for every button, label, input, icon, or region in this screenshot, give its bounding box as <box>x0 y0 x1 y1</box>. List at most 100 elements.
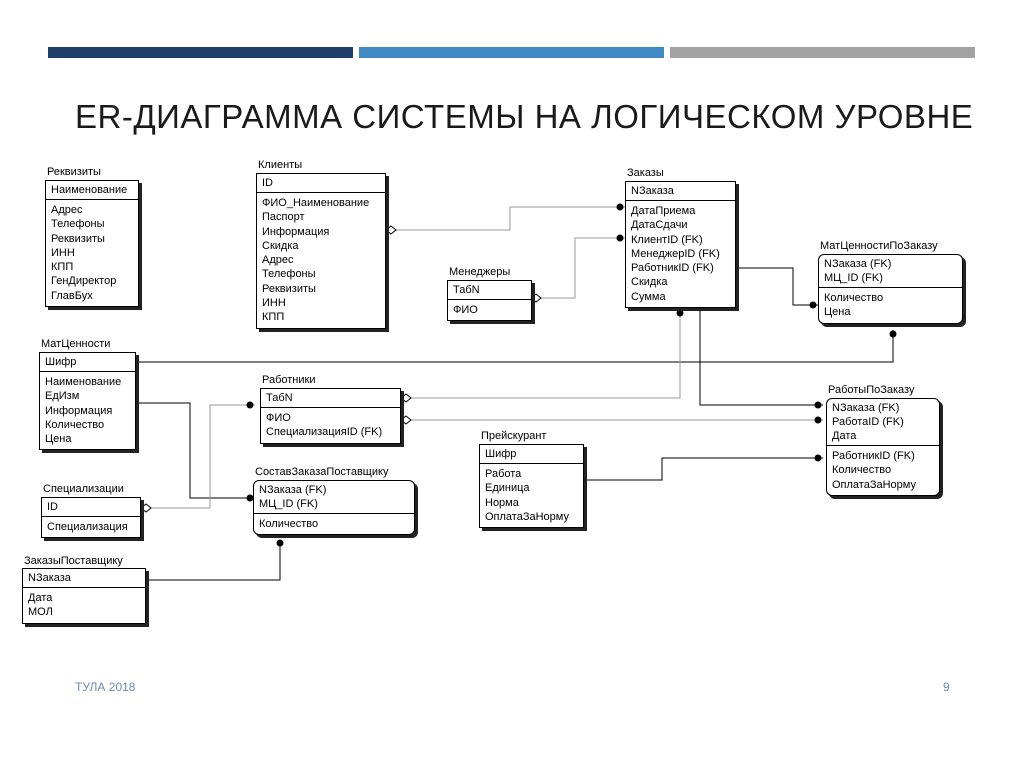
entity-field: ГлавБух <box>51 289 93 302</box>
diamond-spec <box>140 503 152 513</box>
entity-title-preyskurant: Прейскурант <box>481 430 547 442</box>
dot-rabotniki <box>246 401 254 409</box>
entity-menedzhery: ТабN ФИО <box>447 280 532 322</box>
dot-szp-1 <box>246 494 254 502</box>
diamond-klienty <box>385 225 397 235</box>
entity-field: Норма <box>485 496 519 509</box>
slide-title: ER-ДИАГРАММА СИСТЕМЫ НА ЛОГИЧЕСКОМ УРОВН… <box>75 98 973 136</box>
entity-field: NЗаказа (FK) <box>824 258 892 270</box>
entity-matcennostipozakazu: NЗаказа (FK) МЦ_ID (FK) Количество Цена <box>818 254 963 324</box>
entity-title-rekvizity: Реквизиты <box>47 166 101 178</box>
entity-field: ФИО_Наименование <box>262 197 370 209</box>
entity-rabotniki: ТабN ФИО СпециализацияID (FK) <box>260 388 401 444</box>
entity-field: ДатаСдачи <box>631 219 688 232</box>
entity-field: Цена <box>824 306 851 319</box>
top-bar-gray <box>670 47 975 58</box>
link-menedzhery-zakazy <box>535 237 625 299</box>
entity-title-zakazy: Заказы <box>627 167 664 179</box>
entity-matcennosti: Шифр Наименование ЕдИзм Информация Колич… <box>39 352 136 451</box>
dot-mcpz-2 <box>889 330 897 338</box>
dot-mcpz-1 <box>809 301 817 309</box>
entity-field: Скидка <box>262 239 299 252</box>
entity-field: Сумма <box>631 290 666 303</box>
slide-title-prefix: ER <box>75 98 122 135</box>
entity-zakazy-attrs: ДатаПриема ДатаСдачи КлиентID (FK) Менед… <box>626 201 735 307</box>
entity-field: Шифр <box>485 448 517 460</box>
entity-field: NЗаказа (FK) <box>259 484 327 496</box>
entity-preyskurant: Шифр Работа Единица Норма ОплатаЗаНорму <box>479 444 584 529</box>
entity-sostavzakazapostavshchiku: NЗаказа (FK) МЦ_ID (FK) Количество <box>253 480 415 536</box>
footer-location-year: ТУЛА 2018 <box>75 680 136 694</box>
entity-field: ТабN <box>453 284 480 296</box>
entity-preyskurant-attrs: Работа Единица Норма ОплатаЗаНорму <box>480 464 583 527</box>
diamond-menedzhery <box>530 293 542 303</box>
entity-field: Информация <box>45 404 113 417</box>
entity-field: Телефоны <box>262 268 316 281</box>
link-zakazy-rpz <box>699 310 823 406</box>
link-spec-rabotniki <box>145 404 255 509</box>
entity-szp-keys: NЗаказа (FK) МЦ_ID (FK) <box>254 481 414 514</box>
entity-zp-keys: NЗаказа <box>23 569 145 588</box>
entity-rabotniki-attrs: ФИО СпециализацияID (FK) <box>261 408 400 443</box>
entity-field: Наименование <box>45 376 122 388</box>
entity-menedzhery-attrs: ФИО <box>448 300 531 320</box>
entity-szp-attrs: Количество <box>254 514 414 534</box>
entity-zp-attrs: Дата МОЛ <box>23 588 145 623</box>
diamond-rabotniki-1 <box>400 393 412 403</box>
diamond-rabotniki-2 <box>400 415 412 425</box>
entity-field: NЗаказа <box>28 572 71 584</box>
link-preysk-rpz <box>583 457 823 481</box>
entity-title-klienty: Клиенты <box>258 159 303 171</box>
entity-title-rpz: РаботыПоЗаказу <box>828 384 915 396</box>
entity-menedzhery-keys: ТабN <box>448 281 531 300</box>
entity-field: ФИО <box>453 304 478 316</box>
entity-field: ФИО <box>266 412 291 424</box>
entity-field: МОЛ <box>28 606 53 619</box>
entity-preyskurant-keys: Шифр <box>480 445 583 464</box>
entity-field: Дата <box>28 592 53 604</box>
entity-field: КПП <box>51 261 74 274</box>
entity-field: РаботникID (FK) <box>631 262 714 275</box>
entity-klienty: ID ФИО_Наименование Паспорт Информация С… <box>256 173 386 329</box>
entity-spec-attrs: Специализация <box>42 517 140 537</box>
entity-field: ИНН <box>262 297 286 310</box>
entity-field: Дата <box>832 430 857 442</box>
slide-title-text: -ДИАГРАММА СИСТЕМЫ НА ЛОГИЧЕСКОМ УРОВНЕ <box>121 98 974 135</box>
entity-field: Работа <box>485 468 522 480</box>
entity-specializacii: ID Специализация <box>41 497 141 539</box>
entity-title-zp: ЗаказыПоставщику <box>24 555 123 567</box>
entity-field: РаботаID (FK) <box>832 416 904 428</box>
entity-field: Телефоны <box>51 218 105 231</box>
entity-title-spec: Специализации <box>43 483 124 495</box>
entity-field: Единица <box>485 482 530 495</box>
entity-field: МЦ_ID (FK) <box>824 272 883 284</box>
entity-field: ТабN <box>266 392 293 404</box>
entity-field: NЗаказа (FK) <box>832 402 900 414</box>
entity-klienty-attrs: ФИО_Наименование Паспорт Информация Скид… <box>257 193 385 328</box>
entity-field: Шифр <box>45 356 77 368</box>
entity-field: Адрес <box>262 254 294 267</box>
top-bar-dark <box>48 47 353 58</box>
entity-field: Реквизиты <box>262 282 316 295</box>
entity-field: Реквизиты <box>51 232 105 245</box>
entity-field: ID <box>47 501 58 513</box>
dot-zakazy-bottom <box>676 309 684 317</box>
entity-field: Адрес <box>51 204 83 216</box>
dot-rpz-1 <box>814 401 822 409</box>
entity-rabotypozakazu: NЗаказа (FK) РаботаID (FK) Дата Работник… <box>826 398 940 496</box>
entity-mcpz-attrs: Количество Цена <box>819 288 962 323</box>
entity-rekvizity-attrs: Адрес Телефоны Реквизиты ИНН КПП ГенДире… <box>46 200 138 306</box>
dot-zakazy-1 <box>616 203 624 211</box>
top-bar-blue <box>359 47 664 58</box>
entity-title-rabotniki: Работники <box>262 374 316 386</box>
link-mc-mcpz <box>135 330 894 363</box>
entity-title-szp: СоставЗаказаПоставщику <box>255 466 389 478</box>
entity-field: Количество <box>45 418 105 431</box>
entity-field: ИНН <box>51 246 75 259</box>
entity-field: СпециализацияID (FK) <box>266 426 383 439</box>
entity-matcennosti-attrs: Наименование ЕдИзм Информация Количество… <box>40 372 135 449</box>
dot-szp-2 <box>276 539 284 547</box>
dot-rpz-2 <box>814 416 822 424</box>
link-zakazy-mcpz <box>735 267 818 306</box>
